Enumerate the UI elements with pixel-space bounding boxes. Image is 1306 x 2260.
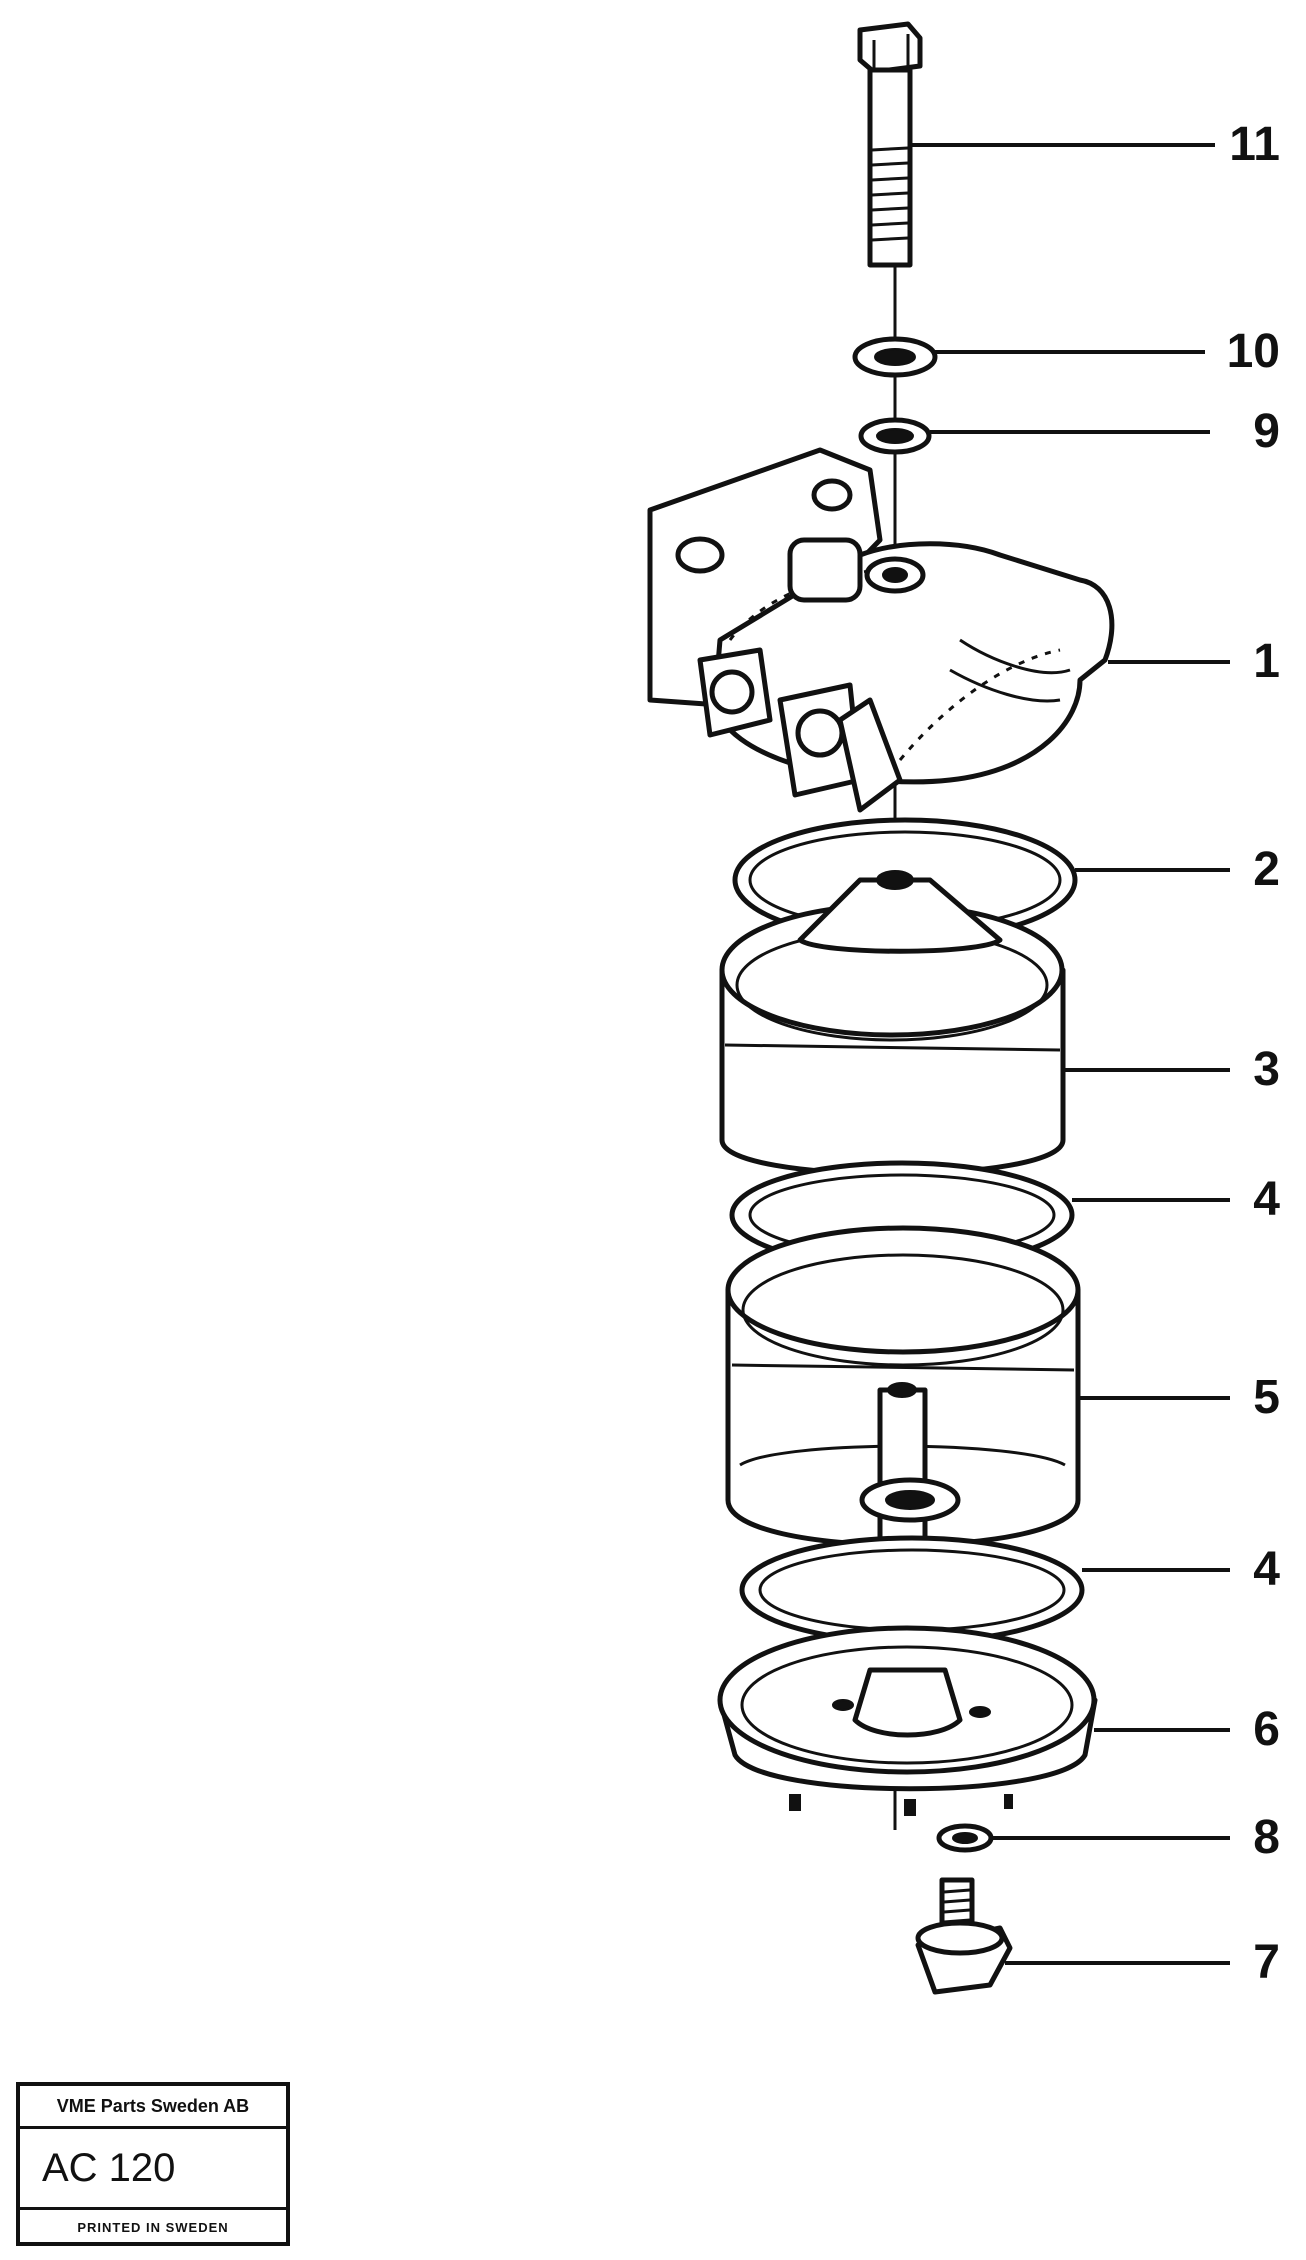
title-block: VME Parts Sweden AB AC 120 PRINTED IN SW… xyxy=(16,2082,290,2246)
callout-7: 7 xyxy=(1253,1936,1280,1989)
callout-6: 6 xyxy=(1253,1703,1280,1756)
washer-part-9 xyxy=(858,417,932,455)
callout-1: 1 xyxy=(1253,635,1280,688)
drain-plug-part-7 xyxy=(915,1877,1013,1995)
callout-4-lower: 4 xyxy=(1253,1543,1280,1596)
bolt-part-11 xyxy=(857,21,923,268)
callout-8: 8 xyxy=(1253,1811,1280,1864)
filter-element-part-3 xyxy=(719,870,1066,1177)
company-name: VME Parts Sweden AB xyxy=(20,2086,286,2129)
callout-10: 10 xyxy=(1226,325,1280,378)
callout-3: 3 xyxy=(1253,1043,1280,1096)
callout-4-upper: 4 xyxy=(1253,1173,1280,1226)
water-trap-bowl-part-5 xyxy=(725,1225,1081,1563)
callout-9: 9 xyxy=(1253,405,1280,458)
callout-11: 11 xyxy=(1229,118,1280,171)
printed-in-label: PRINTED IN SWEDEN xyxy=(77,2220,229,2235)
bowl-bottom-part-6 xyxy=(717,1625,1098,1816)
diagram-code: AC 120 xyxy=(20,2129,286,2210)
washer-part-10 xyxy=(852,336,938,378)
filter-head-part-1 xyxy=(647,447,1115,813)
washer-part-8 xyxy=(936,1823,994,1853)
callout-5: 5 xyxy=(1253,1371,1280,1424)
callout-2: 2 xyxy=(1253,843,1280,896)
